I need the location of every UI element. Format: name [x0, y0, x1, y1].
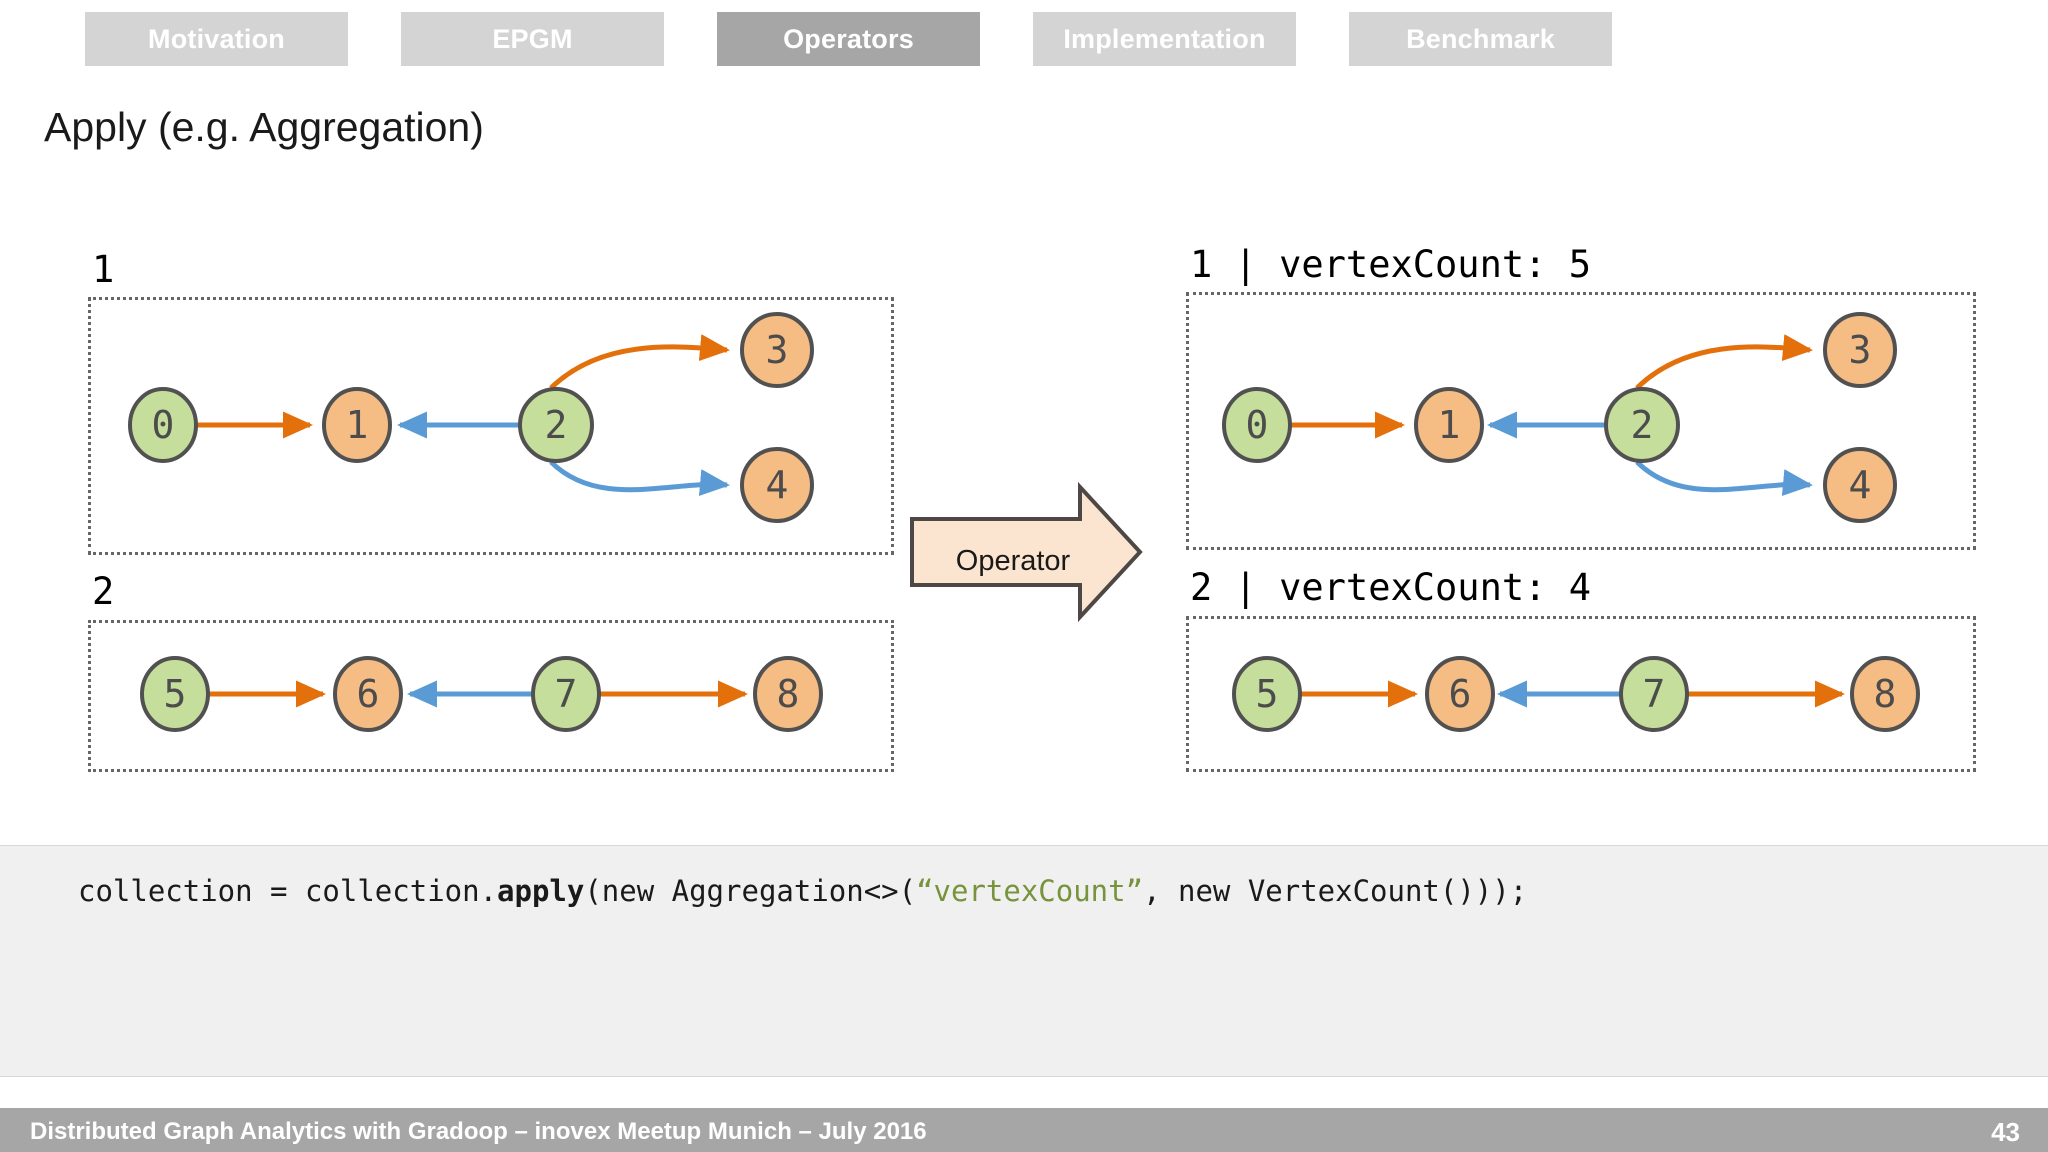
- page-number: 43: [1991, 1117, 2020, 1147]
- input-graph-box-1: [88, 297, 894, 555]
- code-part-2: (new Aggregation<>(: [584, 874, 917, 908]
- code-band: collection = collection.apply(new Aggreg…: [0, 845, 2048, 1077]
- input-graph-label-2: 2: [92, 570, 115, 613]
- nav-tab-benchmark[interactable]: Benchmark: [1349, 12, 1612, 66]
- output-graph-label-1: 1 | vertexCount: 5: [1190, 243, 1591, 286]
- nav-tab-implementation[interactable]: Implementation: [1033, 12, 1296, 66]
- output-graph-label-2: 2 | vertexCount: 4: [1190, 566, 1591, 609]
- code-method-apply: apply: [497, 874, 585, 908]
- nav-tab-bar: Motivation EPGM Operators Implementation Ben…: [0, 12, 2048, 68]
- footer-bar: Distributed Graph Analytics with Gradoop…: [0, 1108, 2048, 1152]
- nav-tab-epgm[interactable]: EPGM: [401, 12, 664, 66]
- nav-tab-motivation[interactable]: Motivation: [85, 12, 348, 66]
- page-title: Apply (e.g. Aggregation): [44, 104, 484, 150]
- output-graph-box-2: [1186, 616, 1976, 772]
- code-snippet: collection = collection.apply(new Aggreg…: [78, 874, 1527, 908]
- operator-label: Operator: [955, 545, 1071, 577]
- output-graph-box-1: [1186, 292, 1976, 550]
- footer-text: Distributed Graph Analytics with Gradoop…: [30, 1118, 927, 1145]
- code-part-1: collection = collection.: [78, 874, 498, 908]
- input-graph-label-1: 1: [92, 248, 115, 291]
- code-string-literal: “vertexCount”: [916, 874, 1144, 908]
- nav-tab-operators[interactable]: Operators: [717, 12, 980, 66]
- code-part-3: , new VertexCount()));: [1143, 874, 1528, 908]
- input-graph-box-2: [88, 620, 894, 772]
